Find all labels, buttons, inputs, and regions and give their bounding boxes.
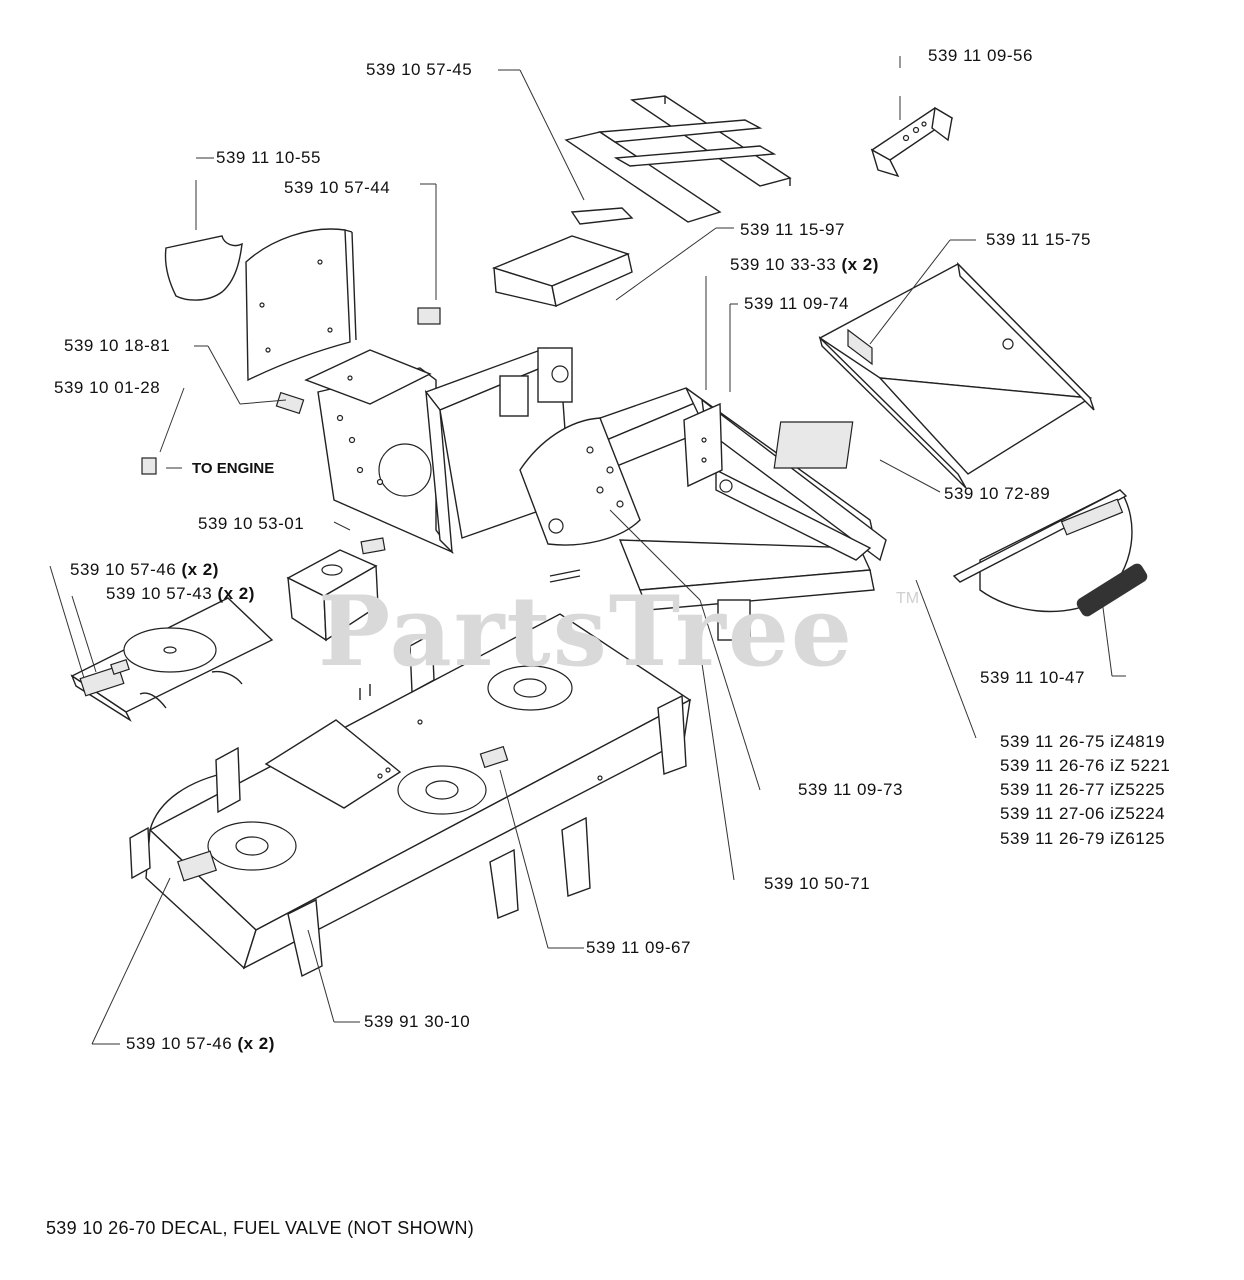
label-part-number: 539 10 57-46 xyxy=(70,560,177,579)
mower-deck xyxy=(129,613,692,978)
fuel-tank xyxy=(286,537,386,642)
side-cover xyxy=(952,489,1133,613)
label-part-number: 539 10 57-43 xyxy=(106,584,213,603)
label-539-11-26-75: 539 11 26-75 iZ4819 xyxy=(1000,732,1166,751)
label-to-engine: TO ENGINE xyxy=(192,460,275,477)
label-539-10-33-33: 539 10 33-33 (x 2) xyxy=(730,255,879,275)
label-quantity: (x 2) xyxy=(841,255,879,274)
label-539-10-57-46-top: 539 10 57-46 (x 2) xyxy=(70,560,219,580)
label-quantity: (x 2) xyxy=(237,1034,275,1053)
decal-18-81 xyxy=(275,391,305,415)
main-chassis-frame xyxy=(304,235,887,641)
label-539-11-09-73: 539 11 09-73 xyxy=(798,780,903,799)
label-539-11-10-47: 539 11 10-47 xyxy=(980,668,1085,687)
label-539-11-27-06: 539 11 27-06 iZ5224 xyxy=(1000,804,1166,823)
side-shield-panel xyxy=(164,228,357,382)
label-539-11-10-55: 539 11 10-55 xyxy=(216,148,321,167)
label-539-11-09-56: 539 11 09-56 xyxy=(928,46,1033,65)
label-539-91-30-10: 539 91 30-10 xyxy=(364,1012,471,1031)
brand-decal xyxy=(1076,563,1148,617)
label-539-11-15-75: 539 11 15-75 xyxy=(986,230,1091,249)
label-539-11-26-79: 539 11 26-79 iZ6125 xyxy=(1000,829,1166,848)
leader-lines xyxy=(49,56,1126,1045)
label-part-number: 539 10 57-46 xyxy=(126,1034,233,1053)
label-539-11-09-74: 539 11 09-74 xyxy=(744,294,849,313)
label-part-number: 539 10 33-33 xyxy=(730,255,837,274)
label-quantity: (x 2) xyxy=(217,584,255,603)
label-539-11-26-77: 539 11 26-77 iZ5225 xyxy=(1000,780,1166,799)
label-539-10-57-44: 539 10 57-44 xyxy=(284,178,391,197)
label-539-10-72-89: 539 10 72-89 xyxy=(944,484,1051,503)
footnote-not-shown: 539 10 26-70 DECAL, FUEL VALVE (NOT SHOW… xyxy=(46,1218,475,1238)
label-539-11-15-97: 539 11 15-97 xyxy=(740,220,845,239)
label-539-11-26-76: 539 11 26-76 iZ 5221 xyxy=(1000,756,1171,775)
decal-01-28 xyxy=(141,457,157,475)
label-539-10-53-01: 539 10 53-01 xyxy=(198,514,305,533)
label-539-10-01-28: 539 10 01-28 xyxy=(54,378,161,397)
seat-support-tray xyxy=(564,95,792,225)
label-539-10-57-46-bottom: 539 10 57-46 (x 2) xyxy=(126,1034,275,1054)
pulley-cover xyxy=(70,597,274,722)
decal-small xyxy=(417,307,441,325)
label-539-10-50-71: 539 10 50-71 xyxy=(764,874,871,893)
watermark: PartsTree xyxy=(318,575,854,688)
discharge-chute xyxy=(773,261,1095,489)
label-539-10-57-45: 539 10 57-45 xyxy=(366,60,473,79)
label-quantity: (x 2) xyxy=(181,560,219,579)
label-539-10-18-81: 539 10 18-81 xyxy=(64,336,171,355)
label-539-10-57-43: 539 10 57-43 (x 2) xyxy=(106,584,255,604)
bracket-plate xyxy=(870,106,954,178)
trademark-mark: TM xyxy=(896,590,920,607)
label-539-11-09-67: 539 11 09-67 xyxy=(586,938,691,957)
